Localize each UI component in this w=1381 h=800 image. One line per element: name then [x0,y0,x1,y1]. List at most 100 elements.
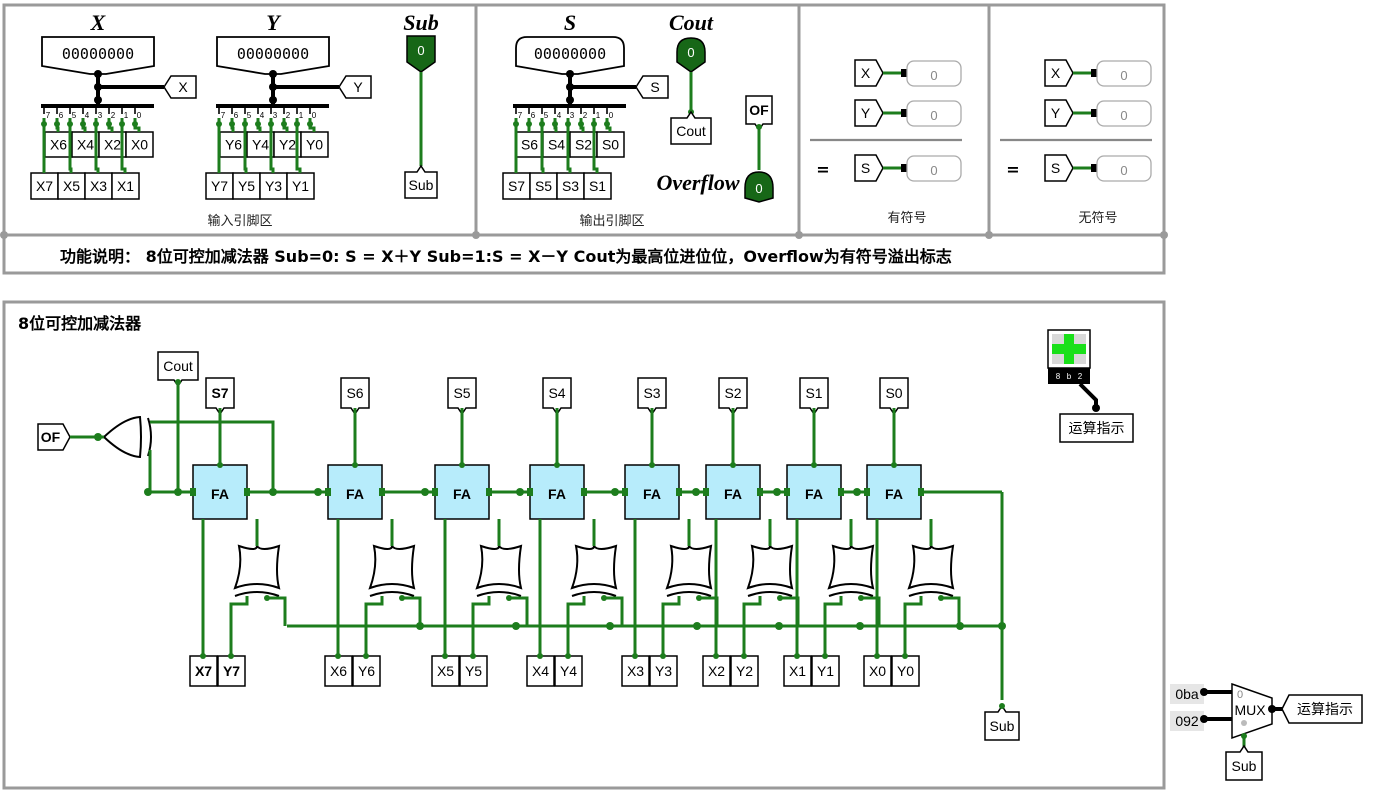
junction-dot [938,595,944,601]
xor-gate-6 [827,542,875,597]
x-input-x1[interactable]: X1 [783,655,812,687]
y-input-y5-label: Y5 [465,663,482,679]
x-input-x2-box [702,655,731,687]
x-input-x7[interactable]: X7 [189,655,218,687]
junction-dot [566,96,574,104]
unsigned-probe-y: 0 [1096,100,1152,127]
sum-tunnel-s4: S4 [542,377,572,416]
full-adder-0: FA [190,464,250,520]
junction-dot [775,622,783,630]
junction-dot [119,121,125,127]
full-adder-label: FA [724,486,742,502]
unsigned-probe-value: 0 [1120,163,1127,178]
x-pin-x0[interactable]: X0 [125,131,154,158]
x-split-bit: 5 [72,111,77,120]
y-pin-y5[interactable]: Y5 [232,172,261,200]
full-adder-label: FA [885,486,903,502]
x-pin-x5[interactable]: X5 [57,172,86,200]
y-pin-y0-box [300,131,329,158]
x-input-x1-label: X1 [789,663,806,679]
y-pin-y7[interactable]: Y7 [205,172,234,200]
x-input-x3[interactable]: X3 [621,655,650,687]
xor-gate-3 [570,542,618,597]
signed-tunnel-s-label: S [861,160,870,176]
signed-tunnel-x-label: X [861,65,871,81]
x-bits-display[interactable]: 00000000 [41,36,155,75]
wire [230,126,235,132]
x-input-x5-label: X5 [437,663,454,679]
s-pin-s7-label: S7 [508,178,525,194]
y-input-y0[interactable]: Y0 [891,655,920,687]
x-bits-shape [41,36,155,75]
cout-tunnel-top: Cout [670,110,712,145]
wire [471,596,491,656]
junction-dot [41,121,47,127]
y-pin-y0[interactable]: Y0 [300,131,329,158]
y-bits-display[interactable]: 00000000 [216,36,330,75]
junction-dot [1092,404,1100,412]
junction-dot [132,121,138,127]
s-pin-s5-box [529,172,558,200]
mux-output-tunnel-shape [1281,694,1363,724]
junction-dot [93,121,99,127]
wire [540,126,545,173]
indicator-label-tunnel-box [1059,413,1134,443]
x-pin-x7[interactable]: X7 [30,172,59,200]
y-input-y6[interactable]: Y6 [352,655,381,687]
fa-cin-pin [784,488,790,496]
circuit-of-tunnel-shape [37,423,71,451]
x-pin-x6[interactable]: X6 [44,131,73,158]
y-input-y2-label: Y2 [736,663,753,679]
wire [778,596,800,626]
x-input-x4[interactable]: X4 [526,655,555,687]
x-input-x0[interactable]: X0 [863,655,892,687]
x-tunnel: X [163,75,197,99]
indicator-bits-bg [1048,368,1090,384]
y-pin-y6[interactable]: Y6 [219,131,248,158]
signed-eq: = [816,160,829,179]
xor-gate-0 [233,542,281,597]
junction-dot [773,488,781,496]
x-tunnel-label: X [178,79,188,95]
sum-tunnel-s6: S6 [340,377,370,416]
fa-cin-pin [864,488,870,496]
s-pin-s4: S4 [542,131,571,158]
y-pin-y1[interactable]: Y1 [286,172,315,200]
output-section-label: 输出引脚区 [579,213,644,229]
junction-dot [106,121,112,127]
s-split-bit: 1 [596,111,601,120]
junction-dot [200,653,206,659]
s-pin-s0-box [596,131,625,158]
mux-label: MUX [1234,702,1266,718]
x-pin-x3[interactable]: X3 [84,172,113,200]
y-input-y4[interactable]: Y4 [554,655,583,687]
y-tunnel-label: Y [353,79,363,95]
full-adder-label: FA [805,486,823,502]
unsigned-tunnel-y-label: Y [1051,105,1061,121]
circuit-cout-tunnel-label: Cout [163,358,193,374]
x-input-x2[interactable]: X2 [702,655,731,687]
junction-dot [526,121,532,127]
unsigned-probe-pin [1091,69,1098,77]
x-input-x5[interactable]: X5 [431,655,460,687]
sub-switch[interactable]: 0 [406,35,436,73]
wire [55,126,60,132]
y-input-y3[interactable]: Y3 [649,655,678,687]
junction-dot [730,462,736,468]
x-pin-x1[interactable]: X1 [111,172,140,200]
junction-dot [601,595,607,601]
y-input-y1[interactable]: Y1 [811,655,840,687]
junction-dot [998,622,1006,630]
y-pin-y3[interactable]: Y3 [259,172,288,200]
y-input-y7[interactable]: Y7 [217,655,246,687]
overflow-xor-body [102,415,142,459]
x-input-x6[interactable]: X6 [324,655,353,687]
y-input-y5[interactable]: Y5 [459,655,488,687]
cout-led: 0 [676,37,706,73]
y-input-y2[interactable]: Y2 [730,655,759,687]
y-pin-y0-label: Y0 [306,137,323,153]
signed-probe-s: 0 [906,155,962,182]
s-pin-s0: S0 [596,131,625,158]
junction-dot [216,121,222,127]
